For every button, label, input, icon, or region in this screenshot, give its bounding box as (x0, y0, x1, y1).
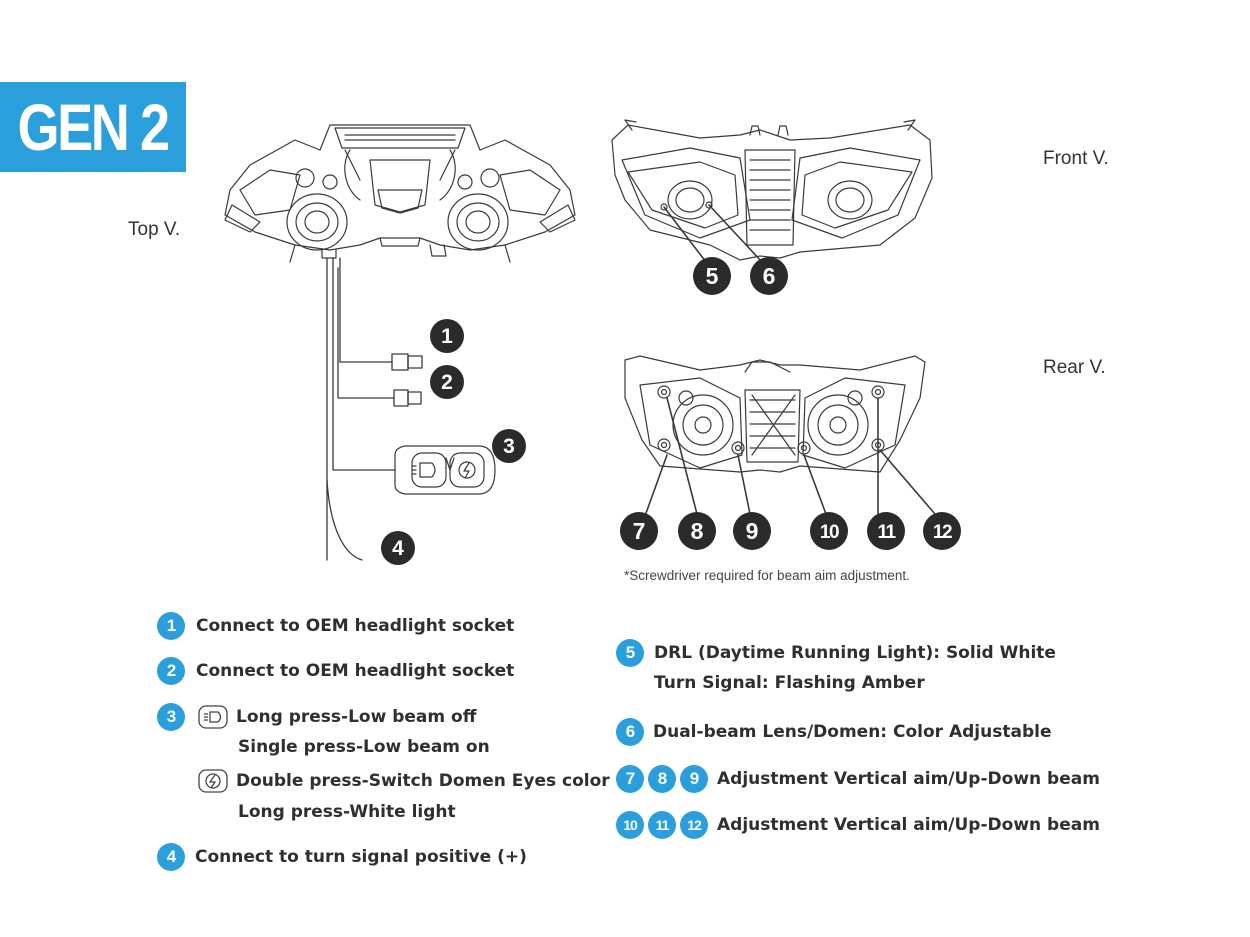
callout-10: 10 (810, 512, 848, 550)
legend-item-3: 3 Long press-Low beam off (157, 703, 476, 731)
legend-text-1: Connect to OEM headlight socket (196, 616, 515, 636)
callout-10-label: 10 (820, 522, 839, 543)
screwdriver-note: *Screwdriver required for beam aim adjus… (624, 568, 910, 583)
legend-bubble-1: 1 (157, 612, 185, 640)
legend-item-5-line2: Turn Signal: Flashing Amber (654, 673, 925, 693)
legend-item-3-line3: Double press-Switch Domen Eyes color (198, 768, 610, 794)
front-leader-lines (663, 204, 763, 263)
legend-bubble-7: 7 (616, 765, 644, 793)
legend-bubble-4: 4 (157, 843, 185, 871)
callout-7-label: 7 (633, 518, 646, 544)
callout-11: 11 (867, 512, 905, 550)
legend-text-3d: Long press-White light (238, 802, 456, 822)
legend-item-3-line2: Single press-Low beam on (238, 737, 490, 757)
gen-title: GEN 2 (17, 90, 171, 164)
legend-text-10-11-12: Adjustment Vertical aim/Up-Down beam (717, 815, 1100, 835)
callout-3: 3 (492, 429, 526, 463)
legend-item-1: 1 Connect to OEM headlight socket (157, 612, 514, 640)
top-view-headlight-drawing (224, 124, 576, 263)
legend-bubble-6: 6 (616, 718, 644, 746)
callout-4: 4 (381, 531, 415, 565)
callout-2: 2 (430, 365, 464, 399)
legend-text-3a: Long press-Low beam off (236, 707, 477, 727)
front-view-label: Front V. (1043, 148, 1109, 169)
callout-8-label: 8 (691, 518, 704, 544)
wiring-harness (326, 257, 423, 561)
legend-text-3b: Single press-Low beam on (238, 737, 490, 757)
legend-bubble-10: 10 (616, 811, 644, 839)
callout-8: 8 (678, 512, 716, 550)
legend-item-5: 5 DRL (Daytime Running Light): Solid Whi… (616, 639, 1056, 667)
legend-bubble-5: 5 (616, 639, 644, 667)
legend-item-7-8-9: 7 8 9 Adjustment Vertical aim/Up-Down be… (616, 765, 1100, 793)
legend-bubble-9: 9 (680, 765, 708, 793)
legend-bubble-12: 12 (680, 811, 708, 839)
callout-4-label: 4 (392, 537, 404, 560)
legend-item-2: 2 Connect to OEM headlight socket (157, 657, 514, 685)
legend-item-6: 6 Dual-beam Lens/Domen: Color Adjustable (616, 718, 1051, 746)
callout-3-label: 3 (503, 435, 515, 458)
legend-bubble-11: 11 (648, 811, 676, 839)
headlight-diagram: 1 2 3 4 5 6 7 8 (224, 119, 961, 565)
legend-text-5a: DRL (Daytime Running Light): Solid White (654, 643, 1056, 663)
gen-banner: GEN 2 (0, 82, 186, 172)
callout-11-label: 11 (877, 522, 896, 543)
callout-6: 6 (750, 257, 788, 295)
legend-item-4: 4 Connect to turn signal positive (+) (157, 843, 527, 871)
legend-text-3c: Double press-Switch Domen Eyes color (236, 771, 610, 791)
callout-12: 12 (923, 512, 961, 550)
legend-item-3-line4: Long press-White light (238, 802, 456, 822)
top-view-label: Top V. (128, 219, 181, 240)
legend-bubble-8: 8 (648, 765, 676, 793)
callout-6-label: 6 (763, 263, 776, 289)
switch-remote (394, 445, 496, 495)
callout-2-label: 2 (441, 371, 453, 394)
low-beam-icon (198, 705, 228, 729)
callout-12-label: 12 (933, 522, 952, 543)
callout-9-label: 9 (746, 518, 759, 544)
callout-7: 7 (620, 512, 658, 550)
callout-9: 9 (733, 512, 771, 550)
front-view-headlight-drawing (611, 119, 933, 261)
rear-view-label: Rear V. (1043, 357, 1106, 378)
callout-1: 1 (430, 319, 464, 353)
legend-text-5b: Turn Signal: Flashing Amber (654, 673, 925, 693)
legend-text-7-8-9: Adjustment Vertical aim/Up-Down beam (717, 769, 1100, 789)
legend-text-2: Connect to OEM headlight socket (196, 661, 515, 681)
rear-view-headlight-drawing (624, 355, 926, 473)
legend-bubble-3: 3 (157, 703, 185, 731)
callout-1-label: 1 (441, 325, 453, 348)
callout-markers: 1 2 3 4 5 6 7 8 (381, 257, 961, 565)
legend-text-6: Dual-beam Lens/Domen: Color Adjustable (653, 722, 1052, 742)
legend-text-4: Connect to turn signal positive (+) (195, 847, 527, 867)
legend-item-10-11-12: 10 11 12 Adjustment Vertical aim/Up-Down… (616, 811, 1100, 839)
flash-icon (198, 769, 228, 793)
callout-5-label: 5 (706, 263, 719, 289)
legend-bubble-2: 2 (157, 657, 185, 685)
callout-5: 5 (693, 257, 731, 295)
rear-leader-lines (644, 397, 936, 517)
